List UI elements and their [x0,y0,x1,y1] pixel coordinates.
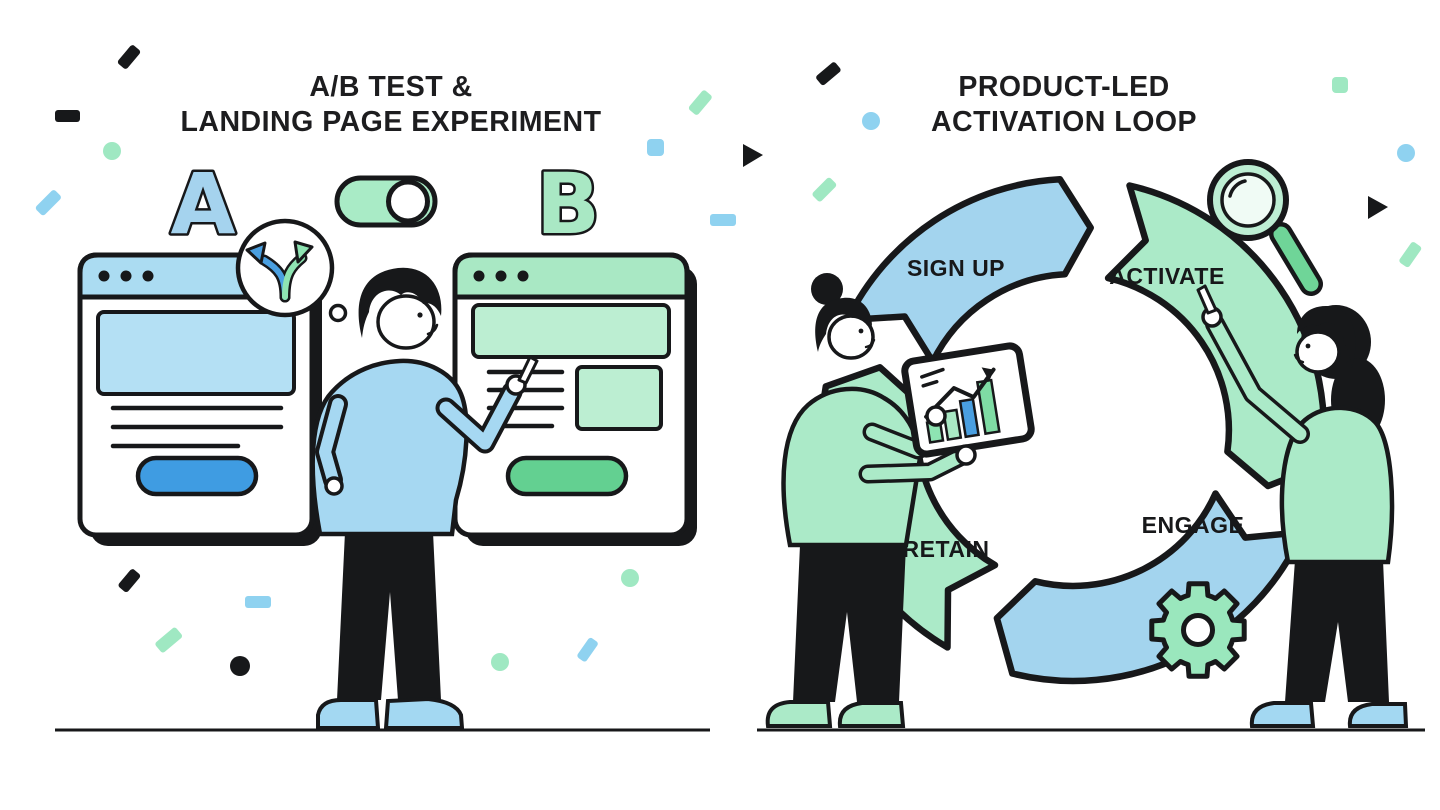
confetti [103,142,121,160]
man-hair [358,267,442,338]
woman1-shoe [765,700,833,728]
woman1-hand [925,405,947,427]
confetti [35,190,61,216]
left-title-line2: LANDING PAGE EXPERIMENT [180,106,601,138]
man-left-hand [324,476,344,496]
man-smile [426,323,439,336]
window-b-dots [473,270,529,282]
confetti [55,110,80,122]
confetti [491,653,509,671]
loop-label-signup: SIGN UP [907,255,1005,281]
confetti [118,569,141,593]
confetti [621,569,639,587]
confetti [155,627,182,653]
confetti [230,656,250,676]
man-pants [337,532,441,700]
bubble-tail-dot [328,303,348,323]
window-a-text-lines [110,405,284,449]
right-panel: PRODUCT-LED ACTIVATION LOOP SIGN UP ACTI… [757,71,1425,732]
woman1-face [827,314,875,360]
woman1-hair-bun [811,273,843,305]
right-title-line2: ACTIVATION LOOP [931,106,1197,138]
left-panel: A/B TEST & LANDING PAGE EXPERIMENT A B [55,71,710,732]
confetti [577,637,598,662]
man-figure [310,267,539,730]
loop-label-engage: ENGAGE [1142,512,1245,538]
woman2-shoe [1347,702,1409,728]
analytics-tablet [901,342,1035,458]
loop-label-activate: ACTIVATE [1109,263,1225,289]
confetti [688,90,712,115]
man-pointing-arm [439,385,519,450]
confetti [1399,242,1422,268]
man-shoe-left [316,698,381,730]
woman2-pointing-hand [1196,284,1218,315]
confetti [816,62,841,86]
left-title-line1: A/B TEST & [309,71,472,103]
gear-icon [1149,581,1247,679]
confetti-decorations [35,45,1422,676]
window-b-banner-block [471,303,671,359]
man-left-arm [319,398,344,486]
woman-tablet-figure [765,273,972,728]
loop-segment-signup [844,176,1094,365]
woman1-hand [955,444,977,466]
thought-bubble [235,218,348,323]
confetti [1397,144,1415,162]
woman2-top [1279,405,1395,565]
confetti [862,112,880,130]
window-a-cta-button[interactable] [135,455,259,497]
confetti [647,139,664,156]
man-face [376,294,436,350]
window-a-dots [98,270,154,282]
ab-toggle-switch[interactable] [334,175,438,228]
woman1-arm [862,450,968,480]
window-b-cta-button[interactable] [505,455,629,497]
man-shoe-right [383,696,465,730]
woman1-pants [793,545,906,702]
right-title-line1: PRODUCT-LED [958,71,1169,103]
window-b-header [452,252,690,300]
magnifier-icon [1207,159,1323,296]
woman2-pointing-arm [1208,317,1307,441]
woman2-face [1295,330,1341,374]
man-pointing-hand [517,355,539,385]
window-a-hero-block [96,310,296,396]
confetti [1332,77,1348,93]
window-b-image-block [575,365,663,431]
woman1-hair [815,297,872,352]
confetti [743,144,763,167]
confetti [1368,196,1388,219]
browser-window-b [452,252,697,546]
split-arrow-icon [245,240,314,303]
woman-pointing-figure [1196,284,1409,728]
woman2-hair-front [1297,305,1356,368]
confetti [710,214,736,226]
confetti [812,177,837,202]
woman2-shoe [1249,701,1316,728]
confetti [117,45,141,69]
woman1-shoe [837,701,906,728]
variant-b-letter: B [536,155,600,253]
variant-a-letter: A [170,155,235,253]
woman2-pants [1285,560,1389,702]
confetti [245,596,271,608]
toggle-knob[interactable] [386,179,430,224]
loop-label-retain: RETAIN [903,536,990,562]
